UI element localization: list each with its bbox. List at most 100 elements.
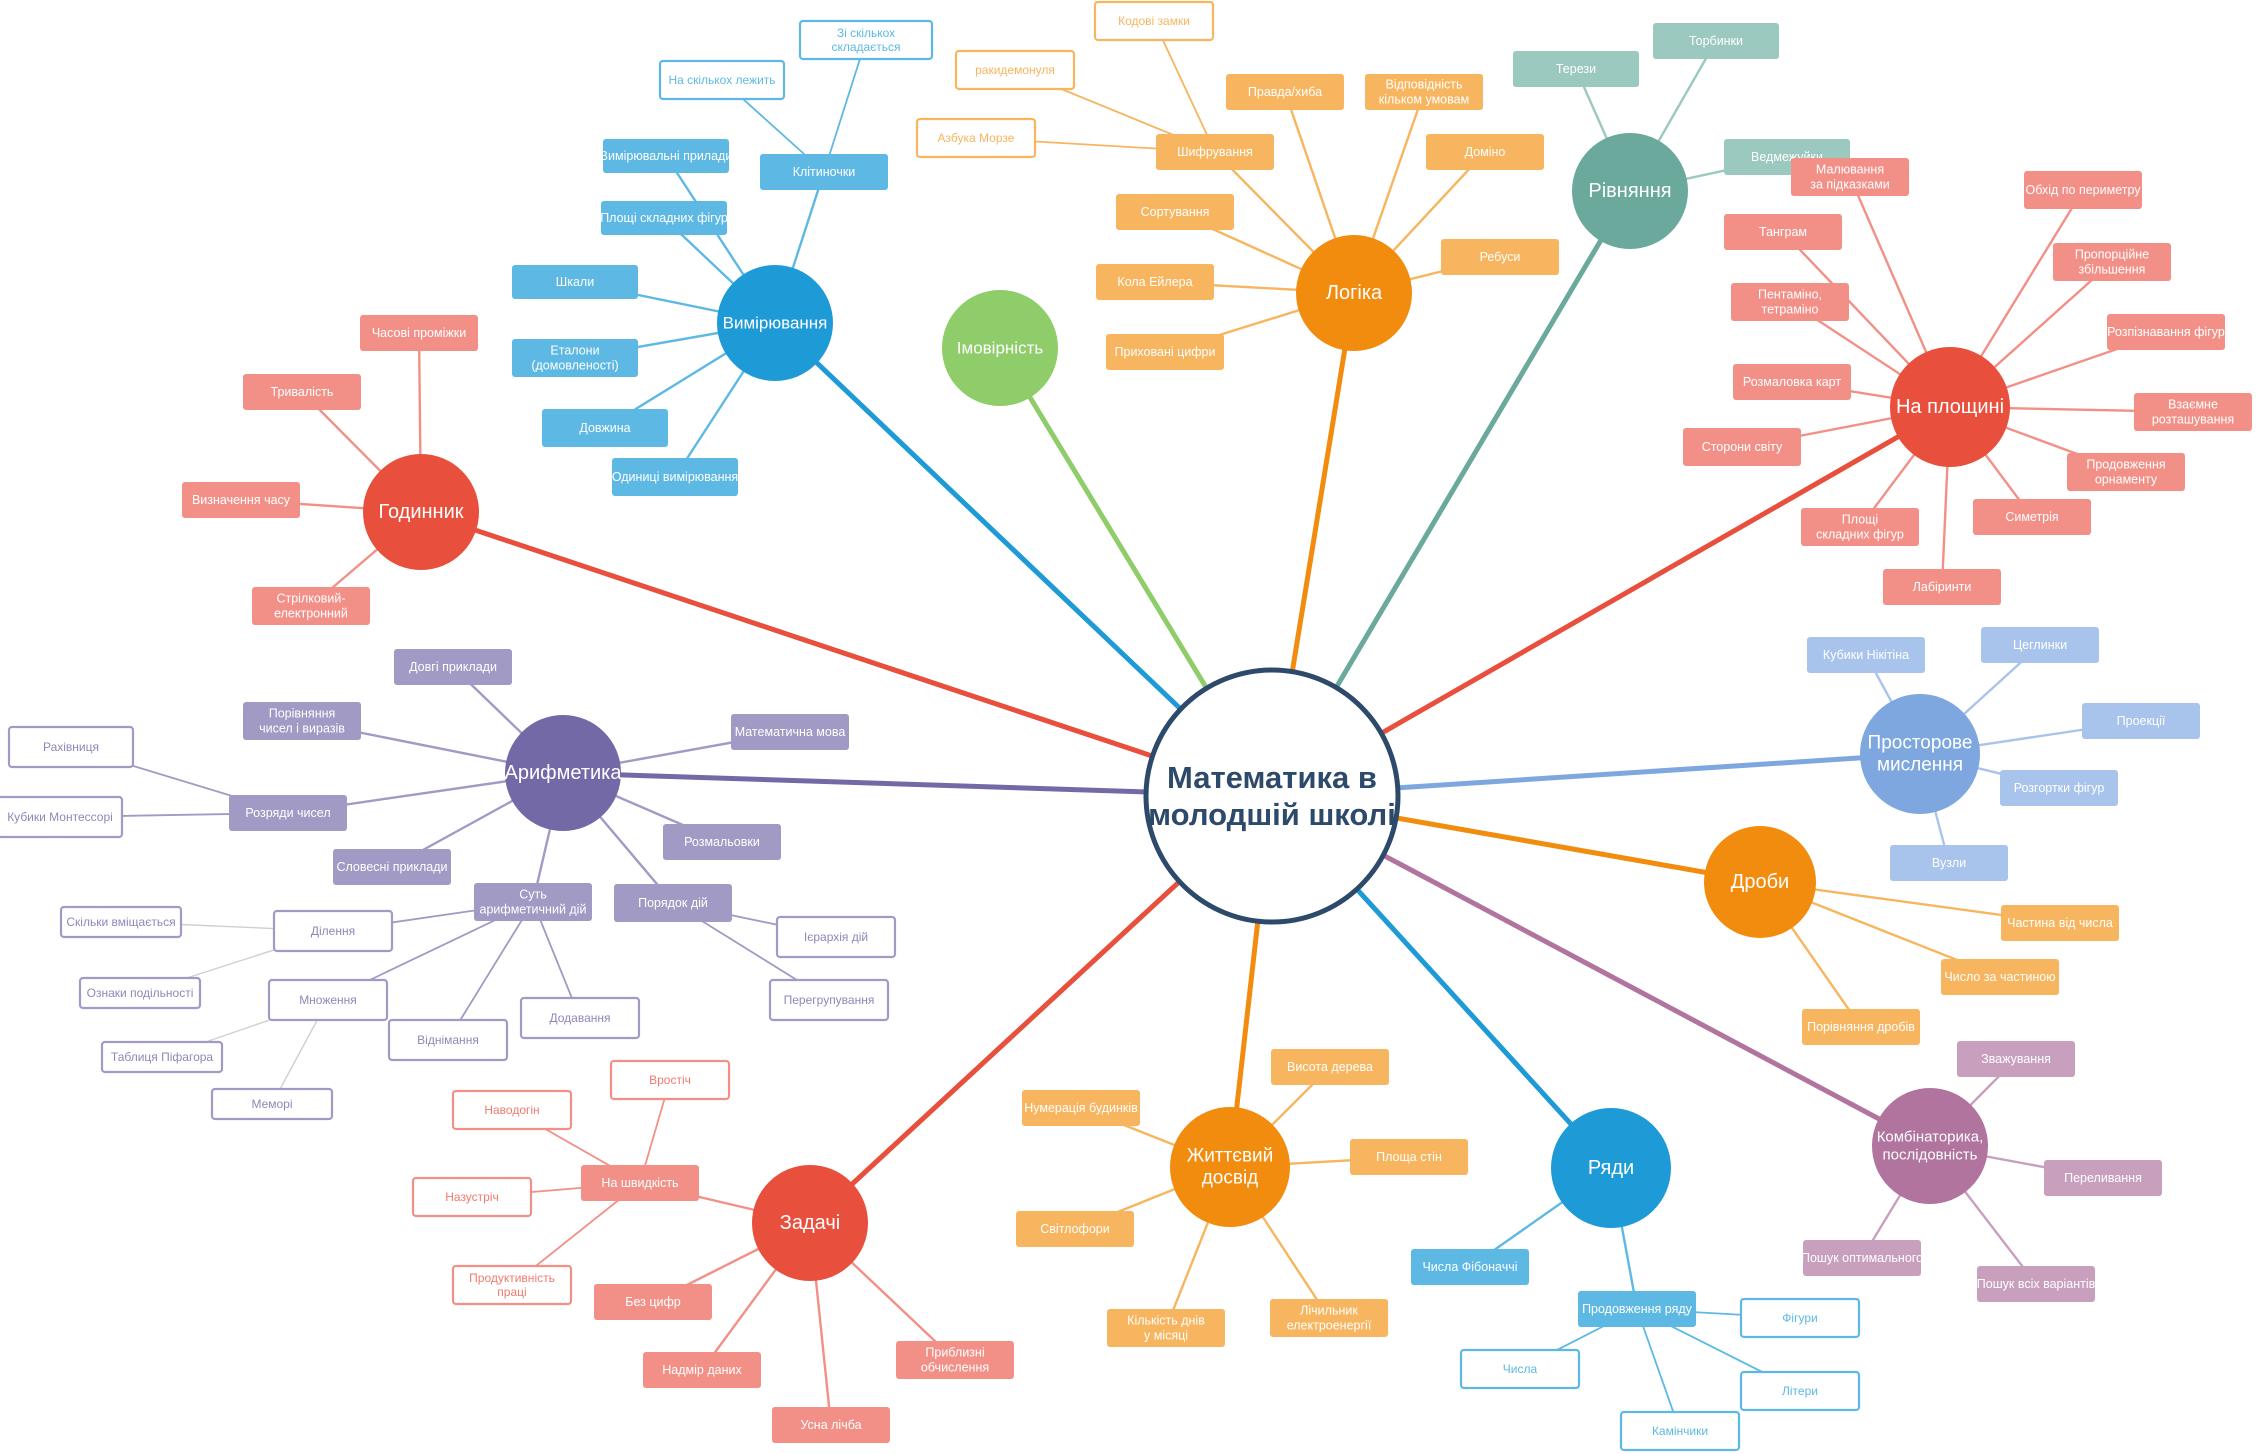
node-цеглинки[interactable]: Цеглинки: [1981, 627, 2099, 663]
node-терези[interactable]: Терези: [1513, 51, 1639, 87]
node-порівняння-дробів[interactable]: Порівняння дробів: [1802, 1009, 1920, 1045]
node-камінчики[interactable]: Камінчики: [1619, 1410, 1741, 1452]
topic-arifmetyka[interactable]: Арифметика: [505, 715, 623, 831]
node-літери[interactable]: Літери: [1739, 1370, 1861, 1412]
node-надмір-даних[interactable]: Надмір даних: [643, 1352, 761, 1388]
topic-na_ploshchyni[interactable]: На площині: [1890, 347, 2010, 467]
node-одиниці-вимірювання[interactable]: Одиниці вимірювання: [612, 458, 738, 496]
node-продовження-ряду[interactable]: Продовження ряду: [1578, 1291, 1696, 1327]
node-ієрархія-дій[interactable]: Ієрархія дій: [775, 915, 897, 959]
node-розгортки-фігур[interactable]: Розгортки фігур: [2000, 770, 2118, 806]
node-довжина[interactable]: Довжина: [542, 409, 668, 447]
node-довгі-приклади[interactable]: Довгі приклади: [394, 649, 512, 685]
node-наводогін[interactable]: Наводогін: [451, 1089, 573, 1131]
node-додавання[interactable]: Додавання: [519, 996, 641, 1040]
node-частина-від-числа[interactable]: Частина від числа: [2001, 905, 2119, 941]
node-ребуси[interactable]: Ребуси: [1441, 239, 1559, 275]
node-число-за-частиною[interactable]: Число за частиною: [1941, 959, 2059, 995]
node-нумерація-будинків[interactable]: Нумерація будинків: [1022, 1090, 1140, 1126]
node-ознаки-подільності[interactable]: Ознаки подільності: [78, 976, 202, 1010]
node-кола-ейлера[interactable]: Кола Ейлера: [1096, 264, 1214, 300]
node-вимірювальні-прилади[interactable]: Вимірювальні прилади: [600, 139, 733, 173]
node-таблиця-піфагора[interactable]: Таблиця Піфагора: [100, 1040, 224, 1074]
node-розмаловка-карт[interactable]: Розмаловка карт: [1733, 364, 1851, 400]
node-симетрія[interactable]: Симетрія: [1973, 499, 2091, 535]
node-пошук-всіх-варіантів[interactable]: Пошук всіх варіантів: [1977, 1266, 2096, 1302]
node-математична-мова[interactable]: Математична мова: [731, 714, 849, 750]
node-ділення[interactable]: Ділення: [272, 909, 394, 953]
node-переливання[interactable]: Переливання: [2044, 1160, 2162, 1196]
node-стрілковий-електронний[interactable]: Стрілковий-електронний: [252, 587, 370, 625]
node-проекції[interactable]: Проекції: [2082, 703, 2200, 739]
node-на-швидкість[interactable]: На швидкість: [581, 1165, 699, 1201]
node-кубики-монтессорі[interactable]: Кубики Монтессорі: [0, 795, 124, 839]
topic-vymiryuvannya[interactable]: Вимірювання: [717, 265, 833, 381]
node-віднімання[interactable]: Віднімання: [387, 1018, 509, 1062]
node-меморі[interactable]: Меморі: [210, 1087, 334, 1121]
node-висота-дерева[interactable]: Висота дерева: [1271, 1049, 1389, 1085]
topic-zadachi[interactable]: Задачі: [752, 1165, 868, 1281]
node-ракидемонуля[interactable]: ракидемонуля: [954, 49, 1076, 91]
node-на-скількох-лежить[interactable]: На скількох лежить: [658, 59, 786, 101]
node-сортування[interactable]: Сортування: [1116, 194, 1234, 230]
node-торбинки[interactable]: Торбинки: [1653, 23, 1779, 59]
node-тривалість[interactable]: Тривалість: [243, 374, 361, 410]
node-визначення-часу[interactable]: Визначення часу: [182, 482, 300, 518]
node-скільки-вміщається[interactable]: Скільки вміщається: [59, 905, 183, 939]
node-зважування[interactable]: Зважування: [1957, 1041, 2075, 1077]
node-лабіринти[interactable]: Лабіринти: [1883, 569, 2001, 605]
node-розпізнавання-фігур[interactable]: Розпізнавання фігур: [2107, 314, 2225, 350]
node-кодові-замки[interactable]: Кодові замки: [1093, 0, 1215, 42]
node-розряди-чисел[interactable]: Розряди чисел: [229, 795, 347, 831]
node-рахівниця[interactable]: Рахівниця: [7, 725, 135, 769]
topic-rivnyannya[interactable]: Рівняння: [1572, 133, 1688, 249]
node-без-цифр[interactable]: Без цифр: [594, 1284, 712, 1320]
node-числа[interactable]: Числа: [1459, 1348, 1581, 1390]
node-множення[interactable]: Множення: [267, 978, 389, 1022]
node-клітиночки[interactable]: Клітиночки: [760, 154, 888, 190]
node-еталони-домовленості[interactable]: Еталони(домовленості): [512, 339, 638, 377]
node-площі-складних-фігур[interactable]: Площі складних фігур: [600, 201, 728, 235]
node-усна-лічба[interactable]: Усна лічба: [772, 1407, 890, 1443]
node-перегрупування[interactable]: Перегрупування: [768, 978, 890, 1022]
node-вростіч[interactable]: Вростіч: [609, 1059, 731, 1101]
node-часові-проміжки[interactable]: Часові проміжки: [360, 315, 478, 351]
node-сторони-світу[interactable]: Сторони світу: [1683, 428, 1801, 466]
node-танграм[interactable]: Танграм: [1724, 214, 1842, 250]
topic-kombinatoryka[interactable]: Комбінаторика,послідовність: [1872, 1088, 1988, 1204]
topic-imovirnist[interactable]: Імовірність: [942, 290, 1058, 406]
node-кубики-нікітіна[interactable]: Кубики Нікітіна: [1807, 637, 1925, 673]
node-правда-хиба[interactable]: Правда/хиба: [1226, 74, 1344, 110]
node-назустріч[interactable]: Назустріч: [411, 1176, 533, 1218]
node-словесні-приклади[interactable]: Словесні приклади: [333, 849, 451, 885]
node-порядок-дій[interactable]: Порядок дій: [614, 884, 732, 922]
node-пошук-оптимального[interactable]: Пошук оптимального: [1801, 1240, 1923, 1276]
node-площа-стін[interactable]: Площа стін: [1350, 1139, 1468, 1175]
node-шкали[interactable]: Шкали: [512, 265, 638, 299]
topic-logika[interactable]: Логіка: [1296, 235, 1412, 351]
topic-ryady[interactable]: Ряди: [1551, 1108, 1671, 1228]
node-доміно[interactable]: Доміно: [1426, 134, 1544, 170]
node-приховані-цифри[interactable]: Приховані цифри: [1106, 334, 1224, 370]
node-вузли[interactable]: Вузли: [1890, 845, 2008, 881]
node-світлофори[interactable]: Світлофори: [1016, 1211, 1134, 1247]
node-азбука-морзе[interactable]: Азбука Морзе: [915, 117, 1037, 159]
node-розмальовки[interactable]: Розмальовки: [663, 824, 781, 860]
node-обхід-по-периметру[interactable]: Обхід по периметру: [2024, 171, 2142, 209]
